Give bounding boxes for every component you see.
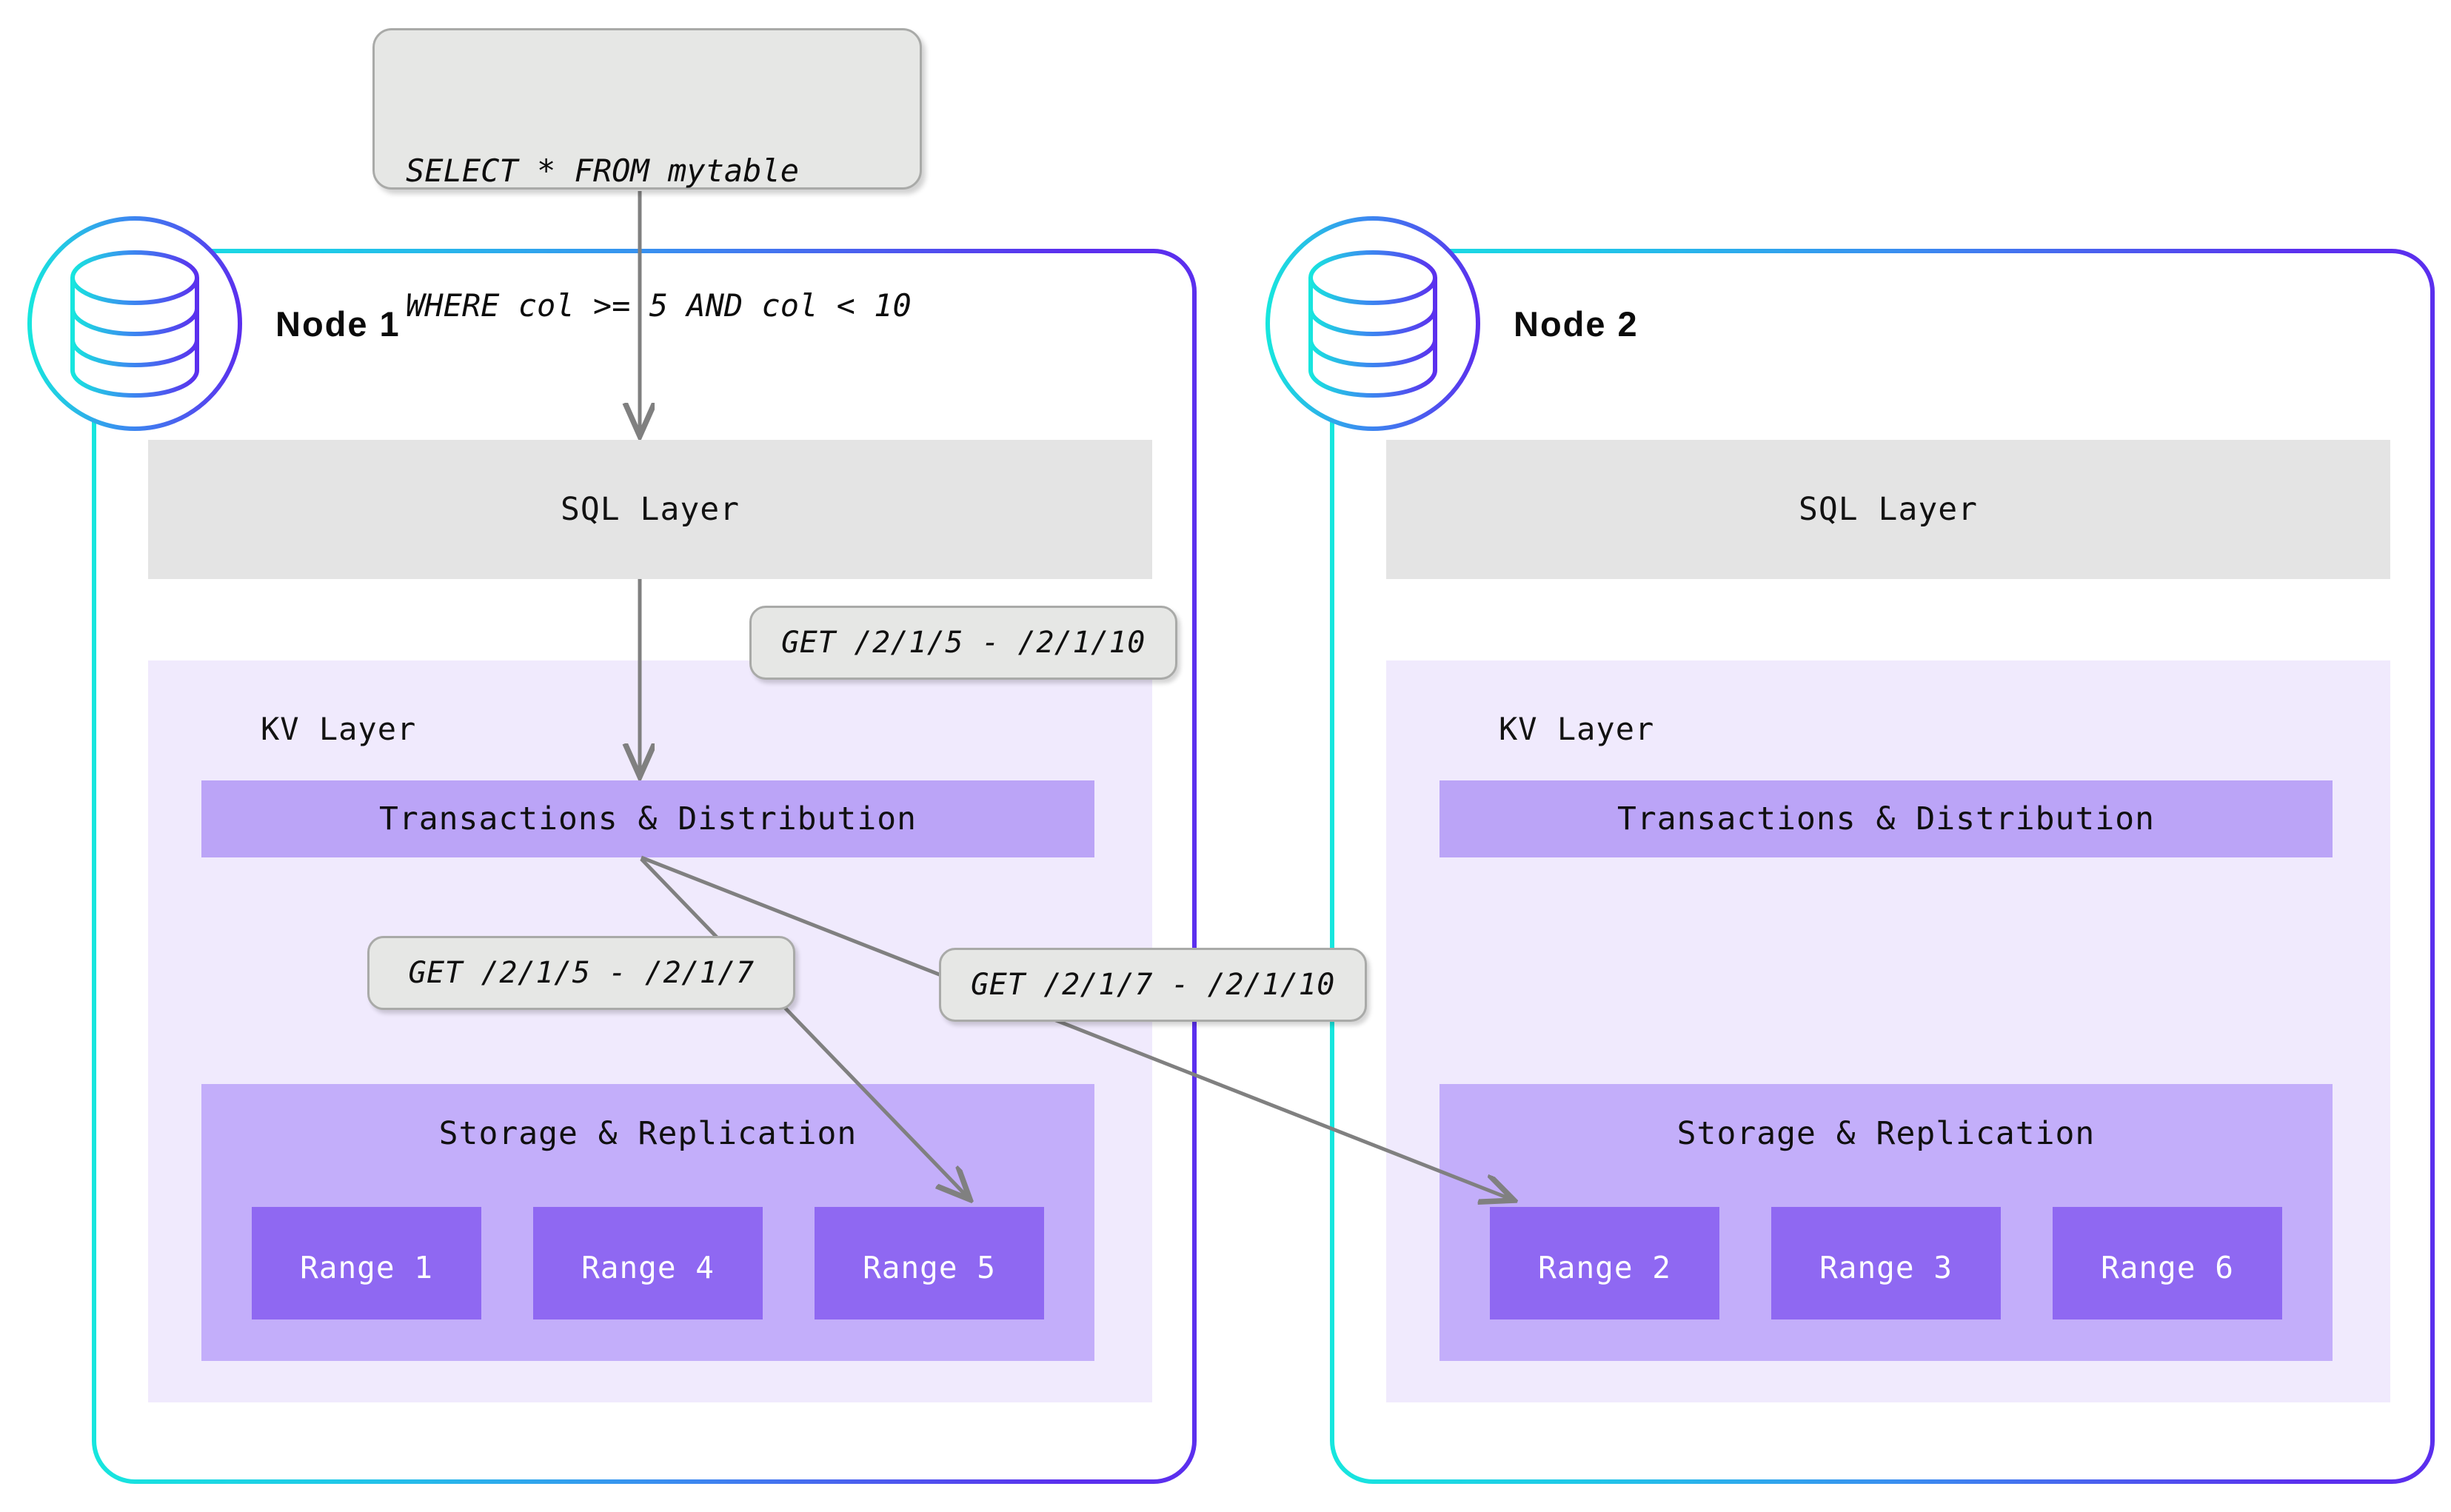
callout-label: GET /2/1/5 - /2/1/7 — [408, 956, 755, 990]
range-label: Range 3 — [1819, 1250, 1953, 1285]
node-2-range-2[interactable]: Range 2 — [1490, 1207, 1719, 1319]
sql-query-line-1: SELECT * FROM mytable — [406, 152, 800, 189]
node-2-transactions-label: Transactions & Distribution — [1617, 800, 2155, 837]
node-2-kv-layer-label: KV Layer — [1499, 711, 1655, 747]
node-2-sql-layer: SQL Layer — [1386, 440, 2390, 579]
range-label: Range 1 — [300, 1250, 433, 1285]
node-1-range-4[interactable]: Range 4 — [533, 1207, 763, 1319]
callout-get-local-range: GET /2/1/5 - /2/1/7 — [367, 936, 795, 1010]
node-1-sql-layer-label: SQL Layer — [561, 491, 740, 528]
node-1-range-5[interactable]: Range 5 — [815, 1207, 1044, 1319]
callout-label: GET /2/1/5 - /2/1/10 — [781, 626, 1146, 660]
node-1-transactions-band: Transactions & Distribution — [201, 780, 1094, 857]
callout-get-remote-range: GET /2/1/7 - /2/1/10 — [939, 948, 1367, 1022]
node-2-transactions-band: Transactions & Distribution — [1439, 780, 2333, 857]
callout-label: GET /2/1/7 - /2/1/10 — [971, 968, 1335, 1002]
range-label: Range 5 — [863, 1250, 996, 1285]
sql-query-box: SELECT * FROM mytable WHERE col >= 5 AND… — [372, 28, 922, 324]
node-1-storage-label: Storage & Replication — [438, 1115, 857, 1152]
node-2-storage-label: Storage & Replication — [1676, 1115, 2096, 1152]
node-2-title: Node 2 — [1514, 304, 1639, 344]
node-2-range-3[interactable]: Range 3 — [1771, 1207, 2001, 1319]
range-label: Range 2 — [1538, 1250, 1671, 1285]
node-1-range-1[interactable]: Range 1 — [252, 1207, 481, 1319]
sql-query-line-2: WHERE col >= 5 AND col < 10 — [406, 287, 912, 324]
node-1-title: Node 1 — [275, 304, 401, 344]
node-2-sql-layer-label: SQL Layer — [1799, 491, 1978, 528]
node-1-transactions-label: Transactions & Distribution — [379, 800, 917, 837]
callout-get-full-range: GET /2/1/5 - /2/1/10 — [749, 606, 1177, 680]
node-1-kv-layer-label: KV Layer — [261, 711, 417, 747]
range-label: Range 6 — [2101, 1250, 2234, 1285]
node-2-range-6[interactable]: Range 6 — [2053, 1207, 2282, 1319]
node-1-sql-layer: SQL Layer — [148, 440, 1152, 579]
range-label: Range 4 — [581, 1250, 715, 1285]
